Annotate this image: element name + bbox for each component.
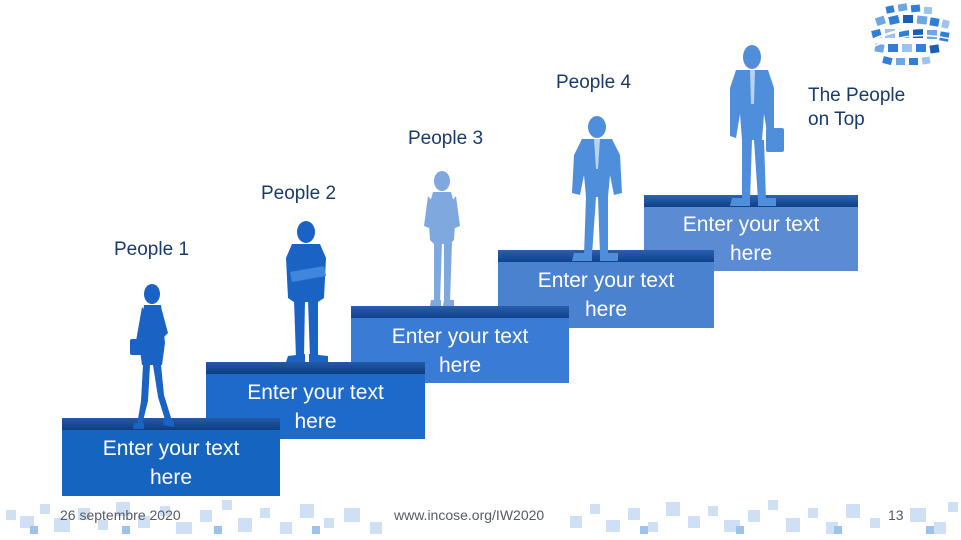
step-4-text-line1: Enter your text bbox=[537, 269, 675, 292]
step-5-top bbox=[644, 195, 858, 207]
step-3-top bbox=[351, 306, 569, 318]
step-4-text-line2: here bbox=[584, 298, 628, 321]
footer-url[interactable]: www.incose.org/IW2020 bbox=[394, 507, 545, 523]
footer-date: 26 septembre 2020 bbox=[60, 507, 181, 523]
people-1-label: People 1 bbox=[114, 239, 190, 260]
step-1-text-line1: Enter your text bbox=[102, 437, 240, 460]
person-2-icon bbox=[286, 221, 328, 362]
person-4-icon bbox=[572, 116, 622, 261]
step-3-text-line2: here bbox=[438, 353, 482, 377]
people-2-label: People 2 bbox=[261, 183, 337, 204]
footer-mosaic-strip bbox=[6, 500, 958, 534]
step-5-text-line2: here bbox=[729, 242, 773, 265]
people-4-label: People 4 bbox=[556, 72, 632, 93]
step-2-text-line1: Enter your text bbox=[247, 380, 384, 404]
step-2-top bbox=[206, 362, 425, 374]
step-3-text-line1: Enter your text bbox=[391, 324, 529, 348]
page-number: 13 bbox=[888, 507, 904, 523]
step-1-face: Enter your text here bbox=[62, 430, 280, 496]
step-2-text-line2: here bbox=[294, 409, 337, 433]
person-3-icon bbox=[424, 171, 460, 306]
step-1-text-line2: here bbox=[149, 466, 193, 489]
people-3-label: People 3 bbox=[408, 128, 484, 149]
step-5-text-line1: Enter your text bbox=[682, 213, 820, 236]
person-top-icon bbox=[730, 45, 784, 206]
people-on-top-line2: on Top bbox=[808, 109, 865, 130]
globe-logo-icon bbox=[867, 3, 957, 66]
person-1-icon bbox=[130, 284, 174, 429]
step-5: Enter your text here bbox=[644, 195, 858, 271]
people-on-top-line1: The People bbox=[808, 85, 906, 106]
people-on-top-label: The People on Top bbox=[808, 84, 905, 132]
step-5-face: Enter your text here bbox=[644, 207, 858, 271]
